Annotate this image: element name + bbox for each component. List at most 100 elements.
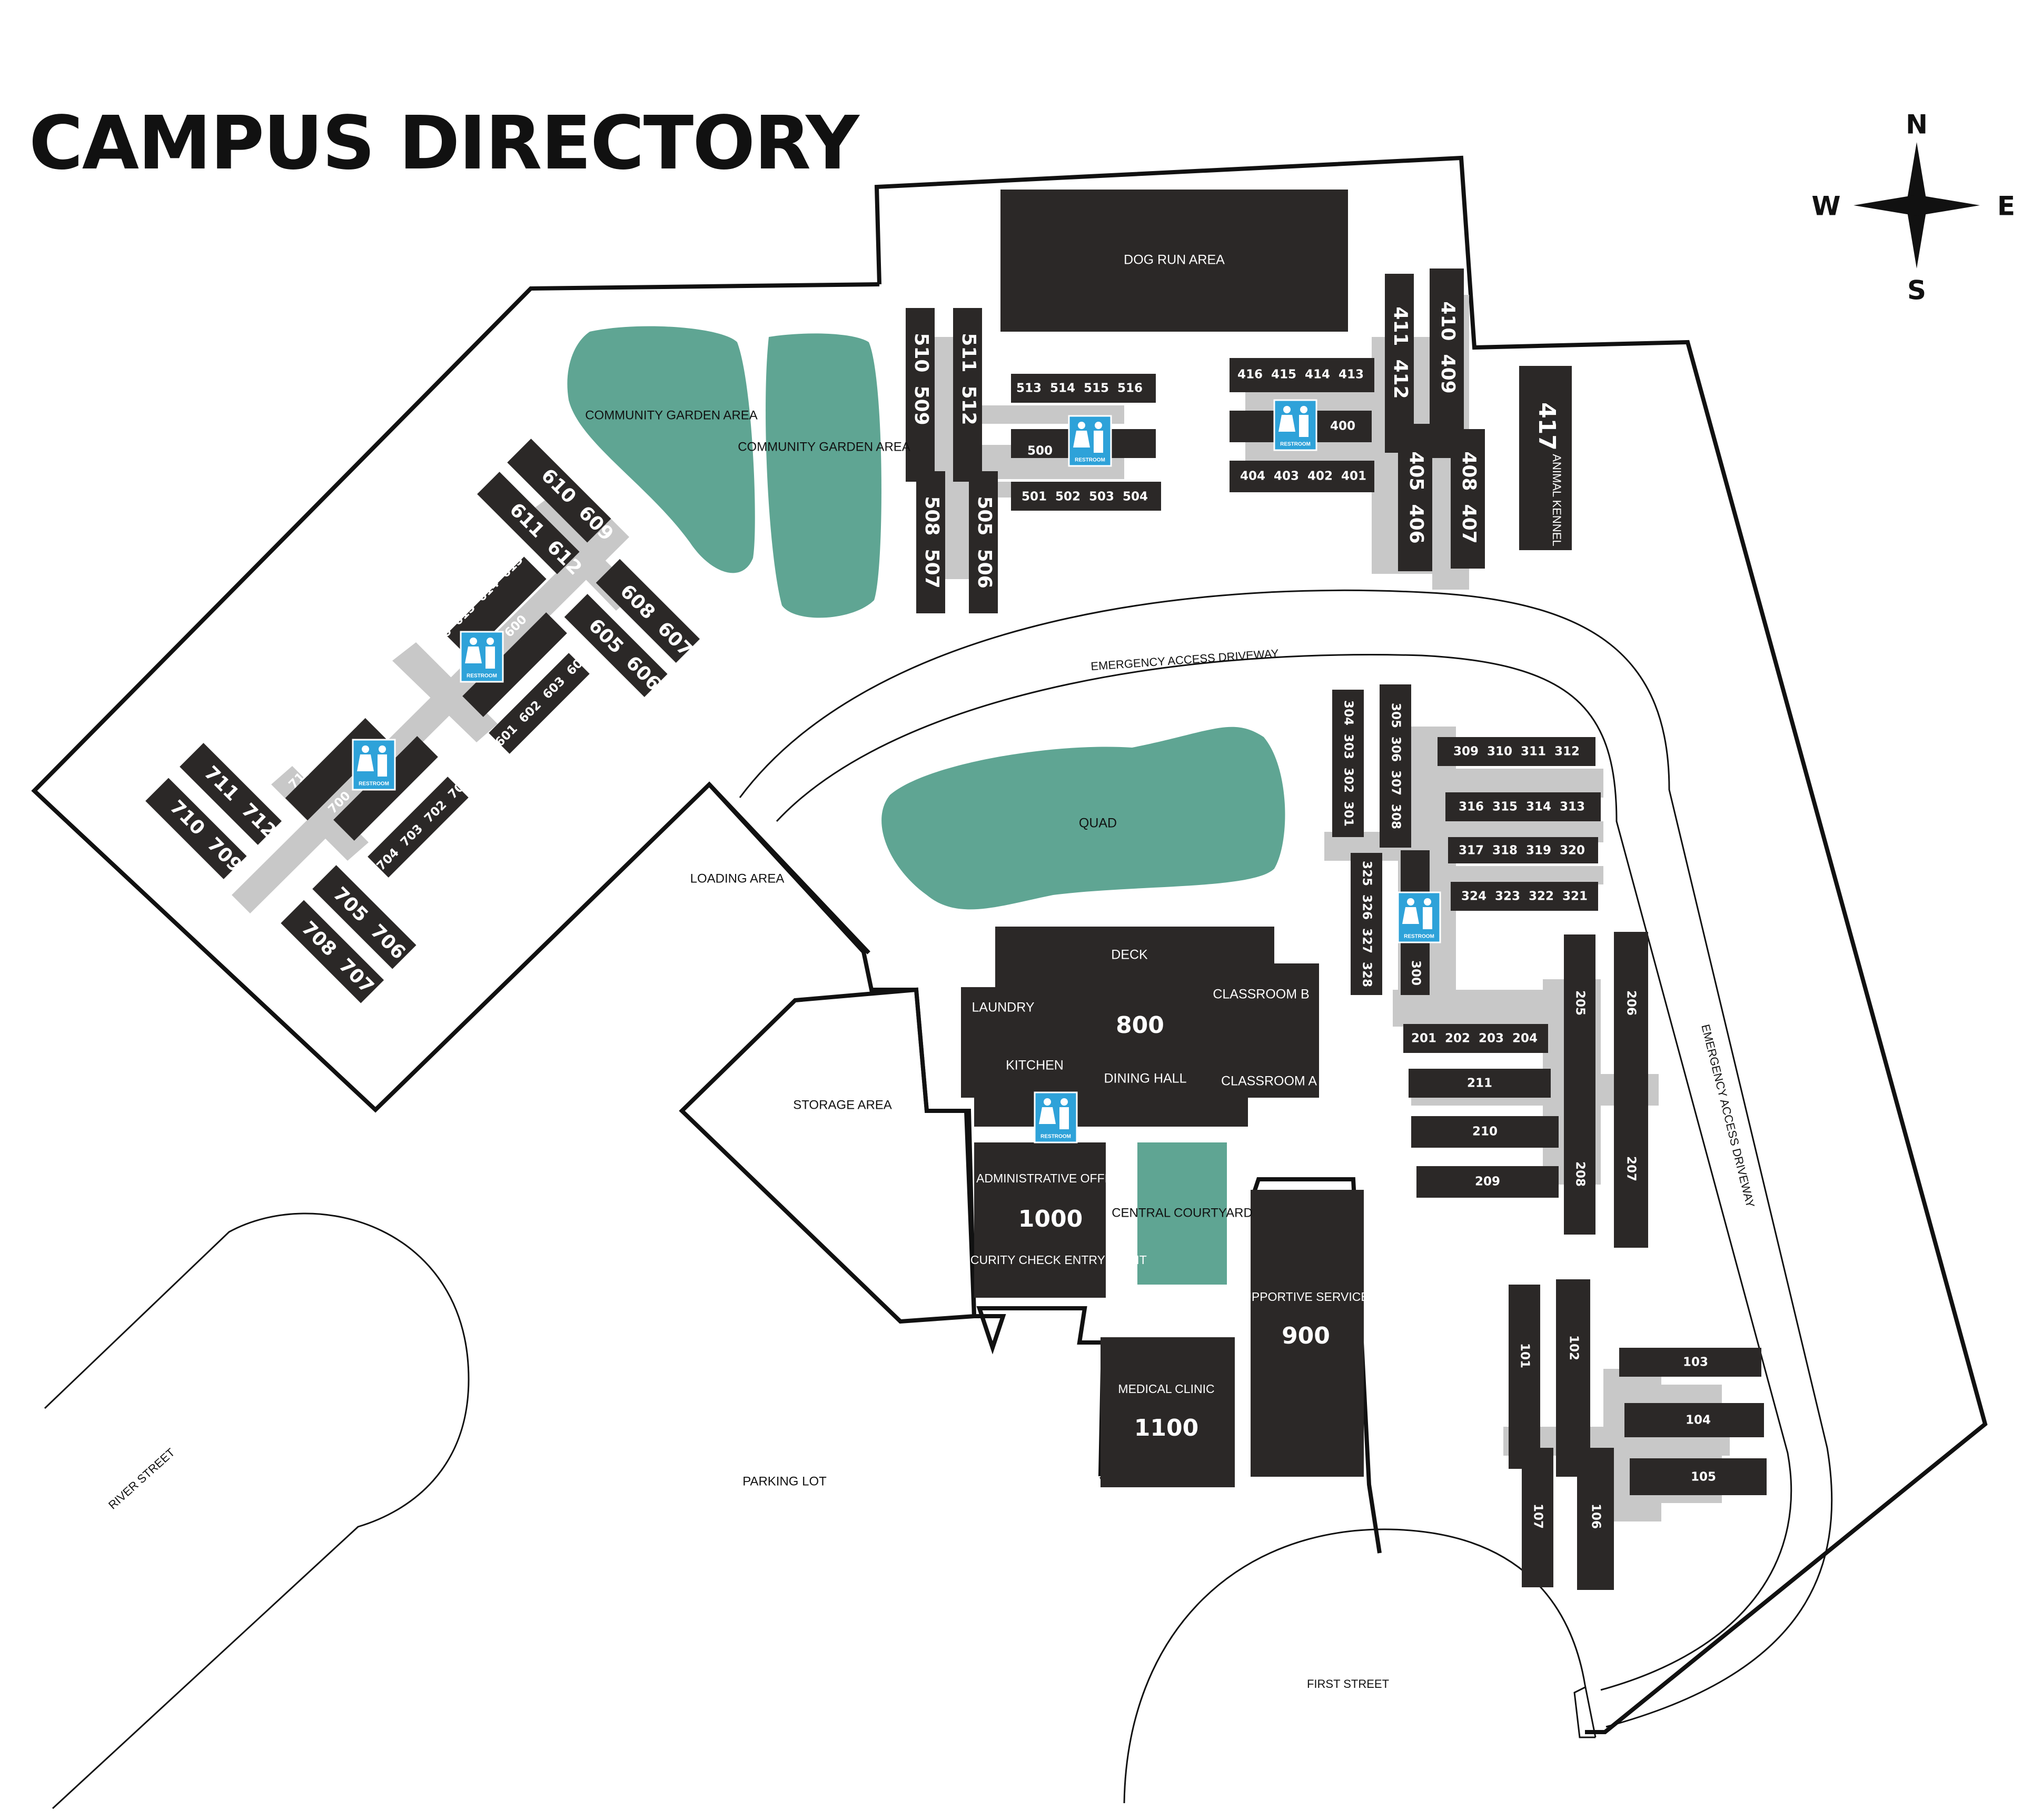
svg-text:RESTROOM: RESTROOM bbox=[467, 673, 497, 679]
unit-block bbox=[1230, 461, 1374, 492]
unit-label: 500 bbox=[1027, 444, 1053, 458]
site-outlines bbox=[31, 155, 1988, 1809]
first-street-label: FIRST STREET bbox=[1307, 1677, 1389, 1690]
unit-block bbox=[1398, 424, 1432, 571]
unit-block bbox=[1556, 1279, 1590, 1477]
unit-block bbox=[1614, 932, 1648, 1248]
unit-block bbox=[1230, 358, 1374, 392]
svg-text:RESTROOM: RESTROOM bbox=[359, 781, 389, 787]
kennel-name: ANIMAL KENNEL bbox=[1550, 454, 1563, 546]
east-boundary bbox=[874, 155, 1988, 1734]
unit-label: 411 412 bbox=[1390, 306, 1411, 399]
unit-label: 208 bbox=[1573, 1161, 1587, 1187]
building-900 bbox=[1251, 1190, 1364, 1477]
restroom-icons: RESTROOM RESTROOM RESTROOM RESTROOM REST… bbox=[352, 399, 1441, 1143]
unit-label: 201 202 203 204 bbox=[1411, 1032, 1538, 1046]
unit-block-611 bbox=[477, 472, 580, 574]
medical-clinic-label: MEDICAL CLINIC bbox=[1118, 1382, 1214, 1396]
unit-label: 205 bbox=[1573, 990, 1587, 1016]
walkway bbox=[1440, 866, 1603, 884]
unit-block bbox=[1332, 690, 1364, 837]
unit-block-708 bbox=[281, 900, 384, 1003]
unit-label: 404 403 402 401 bbox=[1240, 470, 1366, 483]
unit-block bbox=[1409, 1069, 1551, 1098]
unit-block bbox=[1630, 1458, 1767, 1495]
restroom-icon: RESTROOM bbox=[1397, 891, 1441, 943]
unit-label: 309 310 311 312 bbox=[1453, 745, 1580, 759]
unit-block bbox=[953, 308, 982, 482]
unit-block bbox=[1011, 482, 1161, 511]
unit-block bbox=[1577, 1448, 1614, 1590]
unit-block bbox=[1509, 1285, 1540, 1469]
river-street-curve bbox=[44, 1212, 470, 1809]
unit-label: 513 514 515 516 bbox=[1016, 382, 1143, 395]
svg-text:RESTROOM: RESTROOM bbox=[1280, 442, 1311, 447]
unit-block bbox=[906, 308, 935, 482]
unit-label: 511 512 bbox=[958, 333, 979, 425]
unit-label: 211 bbox=[1467, 1077, 1492, 1090]
unit-label: 206 bbox=[1624, 990, 1638, 1016]
unit-label: 304 303 302 301 bbox=[1342, 700, 1355, 827]
classroom-b-wing bbox=[1206, 963, 1319, 1011]
supportive-services-label: SUPPORTIVE SERVICES bbox=[1235, 1290, 1377, 1304]
unit-block bbox=[1380, 684, 1411, 848]
unit-label: 106 bbox=[1589, 1504, 1603, 1529]
emergency-driveway-top-label: EMERGENCY ACCESS DRIVEWAY bbox=[1091, 647, 1280, 673]
unit-label: 410 409 bbox=[1437, 301, 1459, 393]
compass-west-label: W bbox=[1811, 191, 1840, 222]
unit-label: 510 509 bbox=[910, 333, 932, 425]
unit-label: 210 bbox=[1472, 1125, 1498, 1139]
unit-block-610 bbox=[507, 439, 611, 543]
building-800-number: 800 bbox=[1116, 1012, 1164, 1039]
building-1100 bbox=[1101, 1337, 1235, 1487]
emergency-driveway-side-label: EMERGENCY ACCESS DRIVEWAY bbox=[1699, 1023, 1757, 1209]
800-lower-wing bbox=[974, 1090, 1248, 1127]
buildings bbox=[906, 190, 1767, 1590]
unit-block-608 bbox=[596, 559, 700, 663]
security-check-label: SECURITY CHECK ENTRY & EXIT bbox=[954, 1253, 1147, 1267]
walkway-cross-600b bbox=[392, 642, 498, 742]
unit-block bbox=[969, 471, 998, 613]
river-street-label: RIVER STREET bbox=[106, 1446, 177, 1512]
dining-hall-label: DINING HALL bbox=[1104, 1071, 1187, 1086]
unit-block bbox=[1564, 934, 1595, 1235]
unit-label: 501 502 503 504 bbox=[1022, 490, 1148, 504]
loading-edge bbox=[708, 783, 870, 954]
unit-block-601 bbox=[489, 653, 590, 754]
unit-block-705 bbox=[312, 865, 417, 969]
quad-area bbox=[881, 727, 1285, 910]
compass-rose: N S W E bbox=[1811, 110, 2015, 306]
compass-south-label: S bbox=[1907, 275, 1926, 306]
kitchen-label: KITCHEN bbox=[1006, 1058, 1064, 1073]
unit-block bbox=[916, 471, 945, 613]
unit-label: 324 323 322 321 bbox=[1461, 890, 1588, 903]
unit-block-600 bbox=[462, 612, 567, 717]
unit-block bbox=[1624, 1403, 1764, 1437]
unit-block bbox=[1448, 837, 1598, 863]
page-title: CAMPUS DIRECTORY bbox=[29, 101, 860, 186]
unit-label: 505 506 bbox=[974, 496, 995, 588]
community-garden-1-label: COMMUNITY GARDEN AREA bbox=[585, 408, 758, 422]
unit-label: 405 406 bbox=[1405, 451, 1427, 543]
unit-label: 508 507 bbox=[921, 496, 943, 588]
unit-block bbox=[1522, 1448, 1553, 1587]
svg-text:RESTROOM: RESTROOM bbox=[1075, 458, 1105, 463]
central-courtyard-label: CENTRAL COURTYARD bbox=[1112, 1206, 1253, 1220]
restroom-icon: RESTROOM bbox=[1068, 415, 1112, 467]
kennel-building bbox=[1519, 366, 1572, 550]
loading-area-label: LOADING AREA bbox=[690, 871, 785, 886]
laundry-label: LAUNDRY bbox=[972, 1000, 1034, 1015]
svg-text:RESTROOM: RESTROOM bbox=[1040, 1134, 1071, 1140]
classroom-b-label: CLASSROOM B bbox=[1213, 987, 1309, 1002]
unit-block bbox=[1430, 268, 1464, 458]
unit-label: 207 bbox=[1624, 1156, 1638, 1181]
first-street-curve bbox=[1123, 1528, 1597, 1804]
compass-east-label: E bbox=[1997, 191, 2015, 222]
community-garden-1 bbox=[567, 326, 755, 573]
deck-label: DECK bbox=[1111, 948, 1148, 962]
unit-label: 408 407 bbox=[1458, 451, 1480, 543]
building-1000 bbox=[974, 1142, 1106, 1298]
restroom-icon: RESTROOM bbox=[352, 739, 396, 791]
unit-block bbox=[1438, 737, 1595, 766]
unit-label: 104 bbox=[1686, 1414, 1711, 1427]
